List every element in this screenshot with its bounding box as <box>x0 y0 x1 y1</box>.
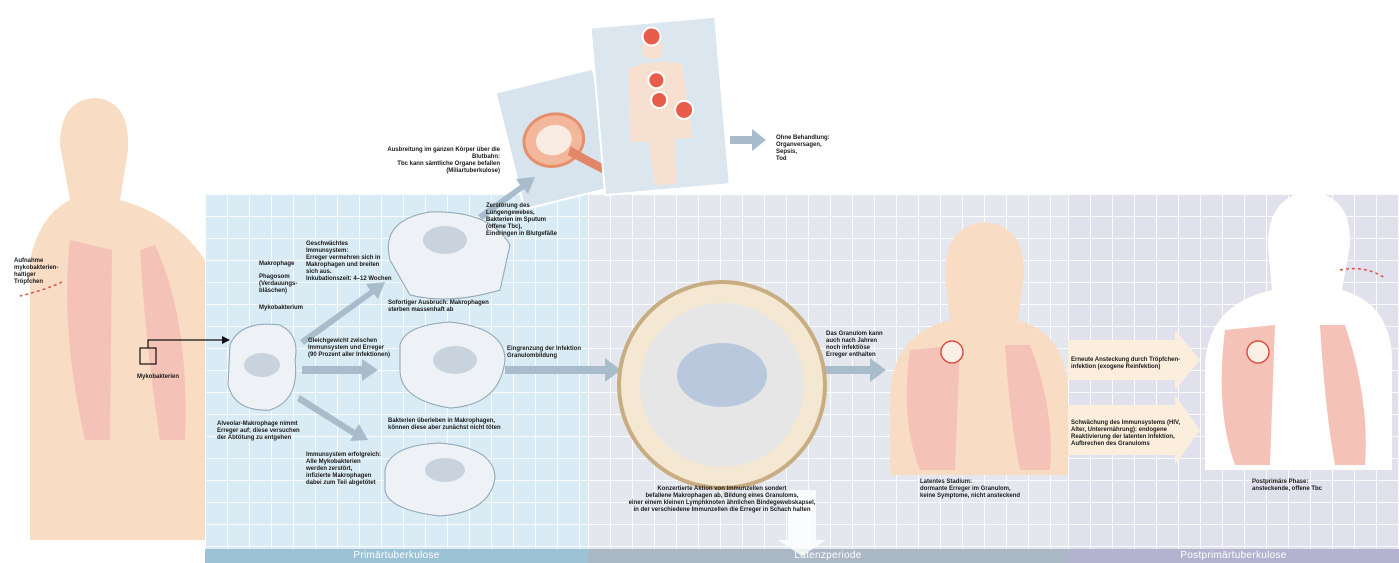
label-mykobakterium: Mykobakterium <box>259 305 303 312</box>
postprimary-human-figure <box>1205 192 1392 470</box>
label-success: Immunsystem erfolgreich:Alle Mykobakteri… <box>306 452 381 487</box>
arrow-to-untreated <box>730 129 766 151</box>
granuloma <box>619 282 825 488</box>
alveolar-macrophage <box>228 324 296 410</box>
label-phagosom: Phagosom(Verdauungs-bläschen) <box>259 274 297 295</box>
label-reinfection: Erneute Ansteckung durch Tröpfchen-infek… <box>1071 357 1180 371</box>
arrow-to-granuloma <box>505 358 621 382</box>
label-latent-stage: Latentes Stadium:dormante Erreger im Gra… <box>920 479 1020 500</box>
label-reactivation: Schwächung des Immunsystems (HIV,Alter, … <box>1071 420 1180 448</box>
label-concerted: Konzertierte Aktion von Immunzellen sond… <box>612 486 832 514</box>
label-postprimary-phase: Postprimäre Phase:ansteckende, offene Tb… <box>1252 479 1322 493</box>
arrow-to-latent-body <box>825 358 886 382</box>
success-macrophage <box>385 443 495 516</box>
label-survive: Bakterien überleben in Makrophagen,könne… <box>388 418 501 432</box>
body-organs-card <box>591 17 730 195</box>
label-mykobakterien-box: Mykobakterien <box>137 374 179 381</box>
label-spread: Ausbreitung im ganzen Körper über die Bl… <box>360 147 500 175</box>
label-makrophage: Makrophage <box>259 261 294 268</box>
latent-human-figure <box>890 222 1068 475</box>
arrow-to-success <box>297 395 368 441</box>
equilibrium-macrophage <box>400 322 505 408</box>
intake-human-figure <box>20 98 230 540</box>
arrow-to-equilibrium <box>302 359 378 381</box>
arrow-to-outbreak <box>300 282 385 345</box>
label-untreated: Ohne Behandlung:Organversagen,Sepsis,Tod <box>776 135 830 163</box>
